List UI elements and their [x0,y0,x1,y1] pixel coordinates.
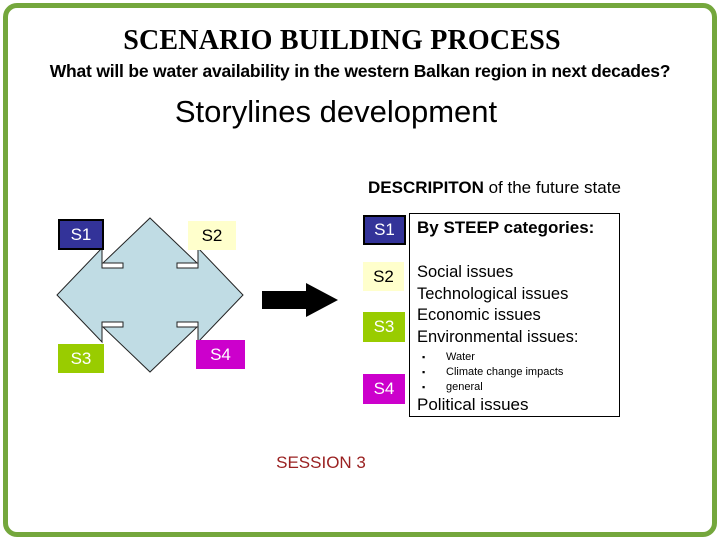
steep-category-economic: Economic issues [417,306,541,325]
bullet-square-icon: ▪ [422,381,426,392]
scenario-tag-s1-label: S1 [374,220,395,239]
bullet-item-general: ▪ general [417,380,619,395]
scenario-tag-s2-label: S2 [373,266,394,286]
steep-category-list: Social issues Technological issues Econo… [417,262,619,349]
bullet-square-icon: ▪ [422,366,426,377]
session-label: SESSION 3 [276,453,366,472]
steep-categories-panel: By STEEP categories: Social issues Techn… [409,213,620,417]
description-heading-rest: of the future state [483,178,621,197]
scenario-tag-s4-label: S4 [373,379,395,398]
scenario-box-s4-label: S4 [210,344,231,364]
four-way-arrow-icon [56,217,244,373]
scenario-tag-s2: S2 [363,262,404,291]
bullet-item-climate: ▪ Climate change impacts [417,365,619,380]
scenario-tag-s4: S4 [363,374,405,404]
environmental-bullet-list: ▪ Water ▪ Climate change impacts ▪ gener… [417,350,619,395]
bullet-square-icon: ▪ [422,351,426,362]
steep-category-political: Political issues [417,394,529,414]
bullet-item-general-label: general [446,380,483,393]
right-arrow-shape [262,283,338,317]
bullet-item-water: ▪ Water [417,350,619,365]
scenario-box-s2-label: S2 [201,225,223,245]
scenario-box-s3-label: S3 [70,348,92,368]
steep-category-social: Social issues [417,263,514,281]
steep-heading: By STEEP categories: [417,218,595,237]
scenario-box-s1: S1 [58,219,104,250]
description-heading: DESCRIPITON of the future state [368,178,621,198]
scenario-tag-s3-label: S3 [373,317,395,336]
steep-category-environmental: Environmental issues: [417,328,579,347]
bullet-item-water-label: Water [446,350,475,363]
scenario-box-s2: S2 [188,221,236,250]
steep-category-technological: Technological issues [417,284,569,303]
four-way-arrow-shape [56,217,244,373]
right-arrow-icon [262,283,338,317]
scenario-box-s1-label: S1 [70,224,92,244]
slide-subtitle: Storylines development [174,94,498,129]
scenario-tag-s1: S1 [363,215,406,245]
scenario-tag-s3: S3 [363,312,405,342]
scenario-box-s3: S3 [58,344,104,373]
scenario-box-s4: S4 [196,340,245,369]
research-question: What will be water availability in the w… [49,61,671,81]
bullet-item-climate-label: Climate change impacts [446,365,564,378]
description-heading-bold: DESCRIPITON [368,178,484,197]
slide-title: SCENARIO BUILDING PROCESS [123,25,561,56]
